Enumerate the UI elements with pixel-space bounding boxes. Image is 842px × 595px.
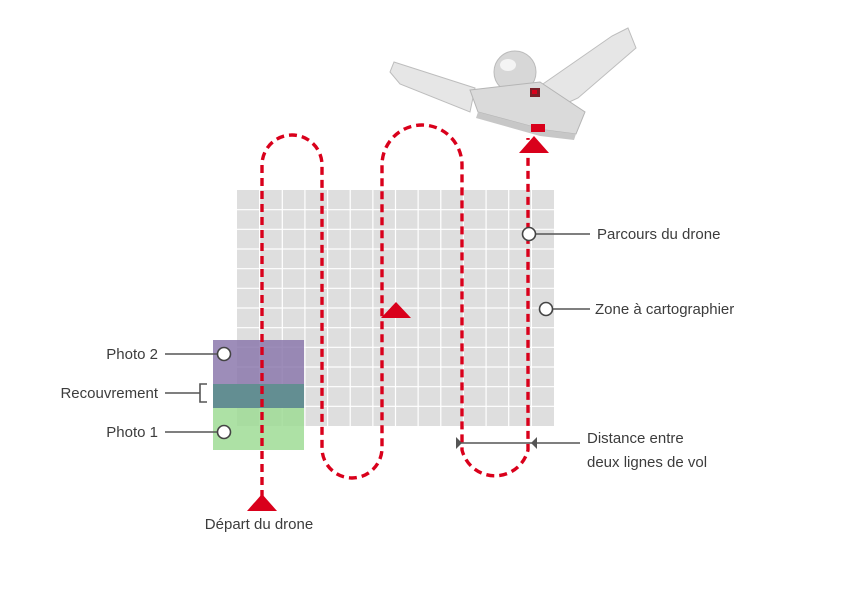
start-arrow-icon <box>247 494 277 511</box>
marker-circles <box>216 226 554 440</box>
overlap-label: Recouvrement <box>60 385 158 402</box>
photo-1-marker-icon <box>216 424 232 440</box>
photo-2-marker-icon <box>216 346 232 362</box>
start-label: Départ du drone <box>205 516 313 533</box>
end-arrow-icon <box>519 136 549 153</box>
zone-marker-icon <box>538 301 554 317</box>
flight-path-marker-icon <box>521 226 537 242</box>
distance-left-tick-icon <box>456 437 462 449</box>
flight-path-label: Parcours du drone <box>597 226 720 243</box>
flight-path <box>260 123 530 498</box>
fixed-wing-drone-icon <box>389 27 637 140</box>
zone-label: Zone à cartographier <box>595 301 734 318</box>
distance-right-tick-icon <box>531 437 537 449</box>
leader-lines <box>165 233 590 444</box>
overlap-area <box>213 384 304 408</box>
distance-label-line-2: deux lignes de vol <box>587 454 707 471</box>
photo-2-label: Photo 2 <box>106 346 158 363</box>
photo-1-label: Photo 1 <box>106 424 158 441</box>
distance-label-line-1: Distance entre <box>587 430 684 447</box>
mid-arrow-icon <box>381 302 411 318</box>
